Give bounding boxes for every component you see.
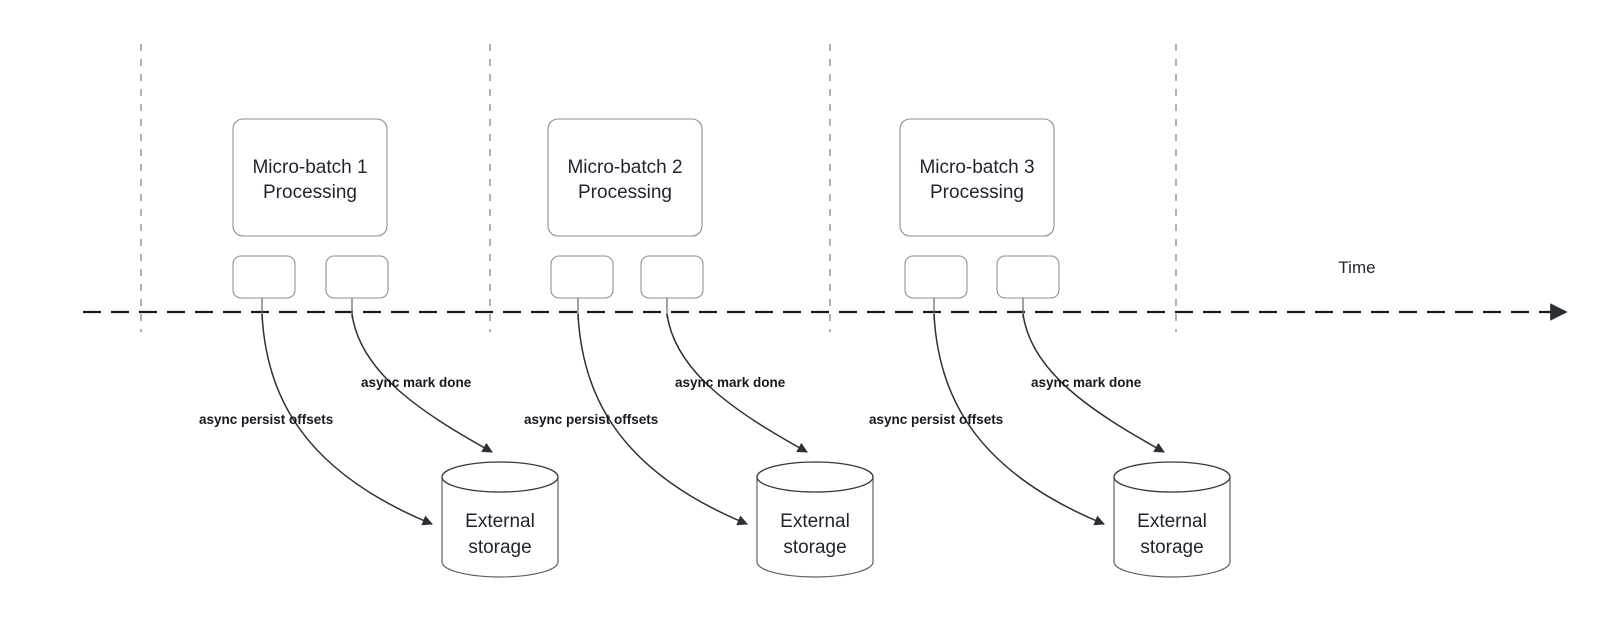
micro-batch-1-title-line2: Processing: [263, 182, 357, 203]
micro-batch-group-2: Micro-batch 2 Processing async persist o…: [524, 118, 874, 578]
micro-batch-2-markdone-task-box[interactable]: [640, 255, 704, 299]
micro-batch-1-mark-done-arrow: [351, 313, 493, 453]
external-storage-2-line1: External: [780, 511, 850, 532]
micro-batch-2-persist-task-box[interactable]: [550, 255, 614, 299]
external-storage-3-line2: storage: [1140, 537, 1203, 558]
micro-batch-3-persist-offsets-arrow: [933, 313, 1105, 526]
batch-boundary-ticks: [140, 44, 1177, 332]
micro-batch-2-mark-done-arrow: [666, 313, 808, 453]
external-storage-3-line1: External: [1137, 511, 1207, 532]
micro-batch-3-persist-offsets-label: async persist offsets: [869, 412, 1003, 427]
micro-batch-1-persist-task-box[interactable]: [232, 255, 296, 299]
micro-batch-1-persist-offsets-label: async persist offsets: [199, 412, 333, 427]
time-axis-label: Time: [1338, 258, 1375, 277]
micro-batch-1-markdone-task-box[interactable]: [325, 255, 389, 299]
micro-batch-3-title-line2: Processing: [930, 182, 1024, 203]
micro-batch-2-persist-offsets-arrow: [577, 313, 748, 526]
micro-batch-3-box[interactable]: [899, 118, 1055, 237]
micro-batch-group-3: Micro-batch 3 Processing async persist o…: [869, 118, 1231, 578]
micro-batch-3-mark-done-arrow: [1022, 313, 1165, 453]
micro-batch-2-persist-offsets-label: async persist offsets: [524, 412, 658, 427]
micro-batch-1-mark-done-label: async mark done: [361, 375, 472, 390]
micro-batch-1-box[interactable]: [232, 118, 388, 237]
external-storage-1[interactable]: External storage: [441, 461, 559, 578]
micro-batch-3-markdone-task-box[interactable]: [996, 255, 1060, 299]
external-storage-1-line1: External: [465, 511, 535, 532]
external-storage-2[interactable]: External storage: [756, 461, 874, 578]
micro-batch-group-1: Micro-batch 1 Processing async persist o…: [199, 118, 559, 578]
time-axis: Time: [83, 258, 1568, 321]
micro-batch-2-mark-done-label: async mark done: [675, 375, 786, 390]
micro-batch-3-title-line1: Micro-batch 3: [919, 157, 1034, 178]
external-storage-2-line2: storage: [783, 537, 846, 558]
micro-batch-3-mark-done-label: async mark done: [1031, 375, 1142, 390]
micro-batch-1-persist-offsets-arrow: [261, 313, 433, 526]
micro-batch-1-title-line1: Micro-batch 1: [252, 157, 367, 178]
micro-batch-3-persist-task-box[interactable]: [904, 255, 968, 299]
micro-batch-2-title-line1: Micro-batch 2: [567, 157, 682, 178]
micro-batch-2-box[interactable]: [547, 118, 703, 237]
external-storage-3[interactable]: External storage: [1113, 461, 1231, 578]
micro-batch-2-title-line2: Processing: [578, 182, 672, 203]
external-storage-1-line2: storage: [468, 537, 531, 558]
